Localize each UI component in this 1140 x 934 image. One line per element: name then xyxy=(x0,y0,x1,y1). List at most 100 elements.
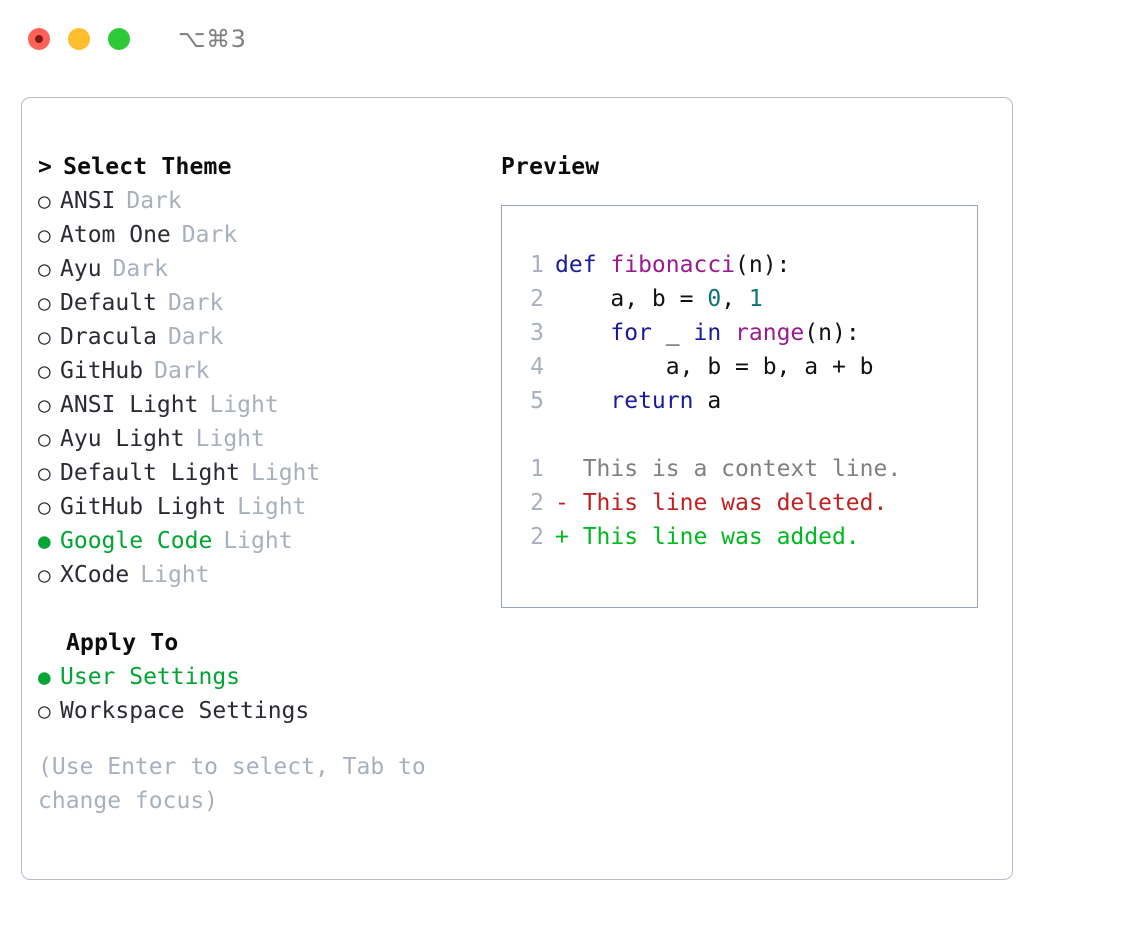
radio-unselected-icon: ○ xyxy=(38,427,51,451)
apply-to-option-label: User Settings xyxy=(60,664,241,690)
theme-option-default-light[interactable]: ○ Default Light Light xyxy=(38,456,498,490)
radio-unselected-icon: ○ xyxy=(38,393,51,417)
theme-option-ansi[interactable]: ○ ANSI Dark xyxy=(38,184,498,218)
theme-option-label: Ayu Light xyxy=(60,426,185,452)
theme-option-tag: Dark xyxy=(167,290,224,316)
theme-option-tag: Dark xyxy=(112,256,168,282)
radio-unselected-icon: ○ xyxy=(38,189,51,213)
theme-option-tag: Light xyxy=(251,460,321,486)
diff-marker xyxy=(555,456,569,482)
code-line: 3 for _ in range(n): xyxy=(522,316,977,350)
theme-option-ayu-light[interactable]: ○ Ayu Light Light xyxy=(38,422,498,456)
apply-to-options: ● User Settings ○ Workspace Settings xyxy=(38,660,498,728)
line-number: 3 xyxy=(530,320,544,346)
code-token-pl: _ xyxy=(665,320,694,346)
diff-line-ctx: 1 This is a context line. xyxy=(522,452,977,486)
code-token-pl: a xyxy=(707,388,722,414)
radio-unselected-icon: ○ xyxy=(38,291,51,315)
code-line: 4 a, b = b, a + b xyxy=(522,350,977,384)
diff-text: This line was added. xyxy=(568,524,860,550)
theme-option-ansi-light[interactable]: ○ ANSI Light Light xyxy=(38,388,498,422)
theme-option-tag: Light xyxy=(195,426,265,452)
theme-option-xcode[interactable]: ○ XCode Light xyxy=(38,558,498,592)
theme-option-label: ANSI Light xyxy=(60,392,199,418)
theme-option-label: Google Code xyxy=(60,528,213,554)
code-token-pl: a, b = b, a + b xyxy=(555,354,874,380)
line-number: 4 xyxy=(530,354,544,380)
code-token-pl: (n): xyxy=(735,252,791,278)
theme-option-tag: Dark xyxy=(154,358,210,384)
theme-option-atom-one[interactable]: ○ Atom One Dark xyxy=(38,218,498,252)
code-token-kw: return xyxy=(555,388,708,414)
theme-option-tag: Dark xyxy=(181,222,238,248)
close-button[interactable] xyxy=(28,28,50,50)
preview-title: Preview xyxy=(501,154,600,180)
caret-icon: > xyxy=(38,154,53,180)
list-spacer xyxy=(38,592,498,626)
diff-sample: 1 This is a context line.2- This line wa… xyxy=(522,452,977,554)
code-token-pl: a, b = xyxy=(555,286,708,312)
apply-to-option-user-settings[interactable]: ● User Settings xyxy=(38,660,498,694)
line-number: 2 xyxy=(530,490,544,516)
code-token-kw: def xyxy=(555,252,611,278)
theme-option-label: GitHub xyxy=(60,358,144,384)
apply-to-option-label: Workspace Settings xyxy=(60,698,310,724)
theme-option-label: Default xyxy=(60,290,157,316)
code-line: 1 def fibonacci(n): xyxy=(522,248,977,282)
theme-option-label: GitHub Light xyxy=(60,494,227,520)
theme-picker-header: > Select Theme xyxy=(38,150,498,184)
title-bar: ⌥⌘3 xyxy=(0,0,1140,78)
theme-option-ayu[interactable]: ○ Ayu Dark xyxy=(38,252,498,286)
code-line: 2 a, b = 0, 1 xyxy=(522,282,977,316)
theme-option-default[interactable]: ○ Default Dark xyxy=(38,286,498,320)
diff-marker: + xyxy=(555,524,569,550)
diff-marker: - xyxy=(555,490,569,516)
code-token-kw: in xyxy=(693,320,736,346)
theme-option-tag: Dark xyxy=(126,188,182,214)
apply-to-option-workspace-settings[interactable]: ○ Workspace Settings xyxy=(38,694,498,728)
radio-unselected-icon: ○ xyxy=(38,563,51,587)
diff-spacer xyxy=(522,418,977,452)
theme-option-label: Ayu xyxy=(60,256,102,282)
zoom-button[interactable] xyxy=(108,28,130,50)
code-token-num: 0 xyxy=(707,286,722,312)
line-number: 1 xyxy=(530,252,544,278)
diff-line-add: 2 + This line was added. xyxy=(522,520,977,554)
diff-line-del: 2- This line was deleted. xyxy=(522,486,977,520)
theme-option-label: XCode xyxy=(60,562,130,588)
line-number: 2 xyxy=(530,286,544,312)
line-number: 5 xyxy=(530,388,544,414)
theme-option-tag: Dark xyxy=(167,324,224,350)
line-number: 2 xyxy=(530,524,544,550)
minimize-button[interactable] xyxy=(68,28,90,50)
keyboard-shortcut-label: ⌥⌘3 xyxy=(178,25,247,53)
radio-unselected-icon: ○ xyxy=(38,223,51,247)
radio-selected-icon: ● xyxy=(38,665,51,689)
radio-unselected-icon: ○ xyxy=(38,699,51,723)
keyboard-hint: (Use Enter to select, Tab to change focu… xyxy=(38,754,426,814)
code-token-fn: range xyxy=(735,320,805,346)
code-token-num: 1 xyxy=(748,286,763,312)
code-token-pl: , xyxy=(721,286,749,312)
code-token-fn: fibonacci xyxy=(610,252,736,278)
page-title: Select Theme xyxy=(63,154,232,180)
radio-unselected-icon: ○ xyxy=(38,257,51,281)
theme-option-label: ANSI xyxy=(60,188,116,214)
theme-option-label: Atom One xyxy=(60,222,171,248)
radio-unselected-icon: ○ xyxy=(38,461,51,485)
theme-option-tag: Light xyxy=(209,392,279,418)
radio-unselected-icon: ○ xyxy=(38,495,51,519)
apply-to-heading: Apply To xyxy=(66,630,179,656)
code-token-kw: for xyxy=(555,320,666,346)
theme-option-label: Default Light xyxy=(60,460,241,486)
theme-option-tag: Light xyxy=(140,562,210,588)
